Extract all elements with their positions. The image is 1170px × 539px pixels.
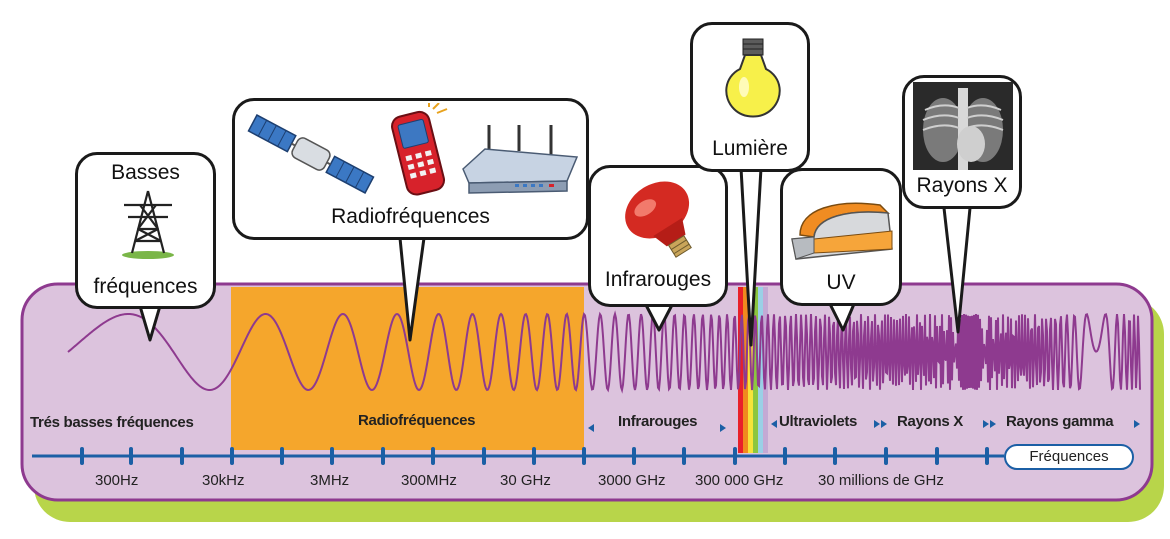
- arrow-gamma-right: [1134, 420, 1140, 428]
- bubble-radiofrequences: Radiofréquences: [232, 98, 589, 240]
- bubble-uv-label: UV: [826, 271, 856, 294]
- region-label-radio: Radiofréquences: [358, 412, 476, 429]
- light-bulb-icon: [725, 38, 781, 118]
- arrow-ir-left: [588, 424, 594, 432]
- wifi-router-icon: [462, 125, 579, 194]
- bubble-basses-frequences: Basses fréquences: [75, 152, 216, 309]
- bubble-lumiere: Lumière: [690, 22, 810, 172]
- bubble-infrarouges-label: Infrarouges: [604, 268, 712, 291]
- bubble-basses-line2: fréquences: [93, 275, 198, 298]
- region-label-ultraviolets: Ultraviolets: [779, 413, 858, 430]
- bubble-rayonsx-label: Rayons X: [916, 174, 1008, 197]
- tail-uv: [828, 303, 856, 332]
- spectrum-stripe: [753, 287, 758, 453]
- tail-rayonsx: [942, 207, 972, 334]
- arrow-uv-right-b: [881, 420, 887, 428]
- tick-label-30khz: 30kHz: [202, 472, 245, 489]
- tick-label-3000ghz: 3000 GHz: [598, 472, 666, 489]
- arrow-uv-left: [771, 420, 777, 428]
- arrow-x-right-b: [990, 420, 996, 428]
- panel-background: [20, 282, 1154, 502]
- bubble-rayons-x: Rayons X: [902, 75, 1022, 209]
- tail-ir: [644, 304, 674, 332]
- tick-label-300hz: 300Hz: [95, 472, 139, 489]
- region-label-rayons-gamma: Rayons gamma: [1006, 413, 1114, 430]
- arrow-uv-right-a: [874, 420, 880, 428]
- tail-basses: [138, 305, 162, 342]
- tanning-bed-icon: [791, 202, 893, 260]
- arrow-ir-right: [720, 424, 726, 432]
- tick-label-30ghz: 30 GHz: [500, 472, 551, 489]
- wave-line: [67, 310, 1141, 394]
- region-label-infrarouges: Infrarouges: [618, 413, 698, 430]
- bubble-radio-label: Radiofréquences: [331, 205, 490, 228]
- bubble-lumiere-label: Lumière: [712, 137, 788, 160]
- satellite-icon: [247, 114, 375, 194]
- region-label-tres-basses: Trés basses fréquences: [30, 414, 194, 431]
- arrow-x-right-a: [983, 420, 989, 428]
- region-arrows: [588, 420, 1140, 432]
- tick-label-3mhz: 3MHz: [310, 472, 350, 489]
- axis-ticks: [80, 447, 989, 465]
- infrared-lamp-icon: [625, 181, 692, 258]
- tick-label-300mhz: 300MHz: [401, 472, 457, 489]
- xray-chest-icon: [913, 82, 1013, 170]
- bubble-uv: UV: [780, 168, 902, 306]
- region-label-rayons-x: Rayons X: [897, 413, 963, 430]
- tail-lumiere: [739, 167, 763, 347]
- mobile-phone-icon: [391, 103, 448, 196]
- tail-radio: [398, 237, 426, 342]
- tick-label-30millions: 30 millions de GHz: [818, 472, 944, 489]
- frequency-axis-label: Fréquences: [1004, 444, 1134, 470]
- bubble-infrarouges: Infrarouges: [588, 165, 728, 307]
- spectrum-stripe: [738, 287, 743, 453]
- tick-label-300000ghz: 300 000 GHz: [695, 472, 784, 489]
- bubble-tails: [138, 167, 972, 347]
- bubble-basses-line1: Basses: [111, 161, 180, 184]
- pylon-icon: [122, 190, 174, 259]
